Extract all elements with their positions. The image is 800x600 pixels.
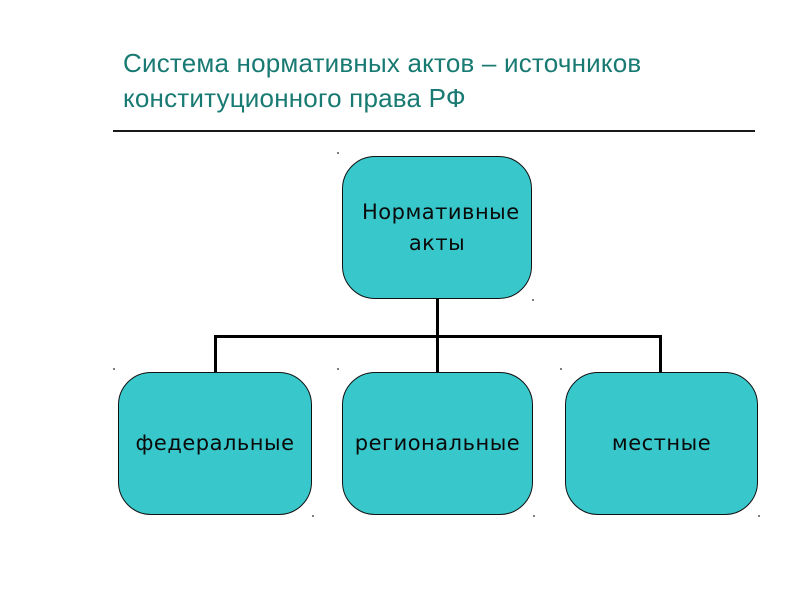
connector-root-stem (436, 298, 439, 337)
slide-title: Система нормативных актов – источников к… (123, 46, 773, 116)
connector-drop-federal (214, 335, 217, 373)
node-federal: федеральные (113, 368, 314, 517)
node-local-label: местные (611, 431, 712, 455)
node-normative-acts: Нормативные акты (337, 152, 534, 301)
title-underline-rule (113, 130, 755, 132)
connector-drop-regional (436, 335, 439, 373)
node-regional-label: региональные (354, 431, 521, 455)
node-normative-acts-label: Нормативные акты (362, 199, 520, 255)
node-federal-label: федеральные (135, 431, 295, 455)
slide-title-line2: конституционного права РФ (123, 83, 466, 113)
connector-drop-local (659, 335, 662, 373)
node-local: местные (560, 368, 760, 517)
slide-title-line1: Система нормативных актов – источников (123, 48, 642, 78)
node-regional: региональные (337, 368, 535, 517)
